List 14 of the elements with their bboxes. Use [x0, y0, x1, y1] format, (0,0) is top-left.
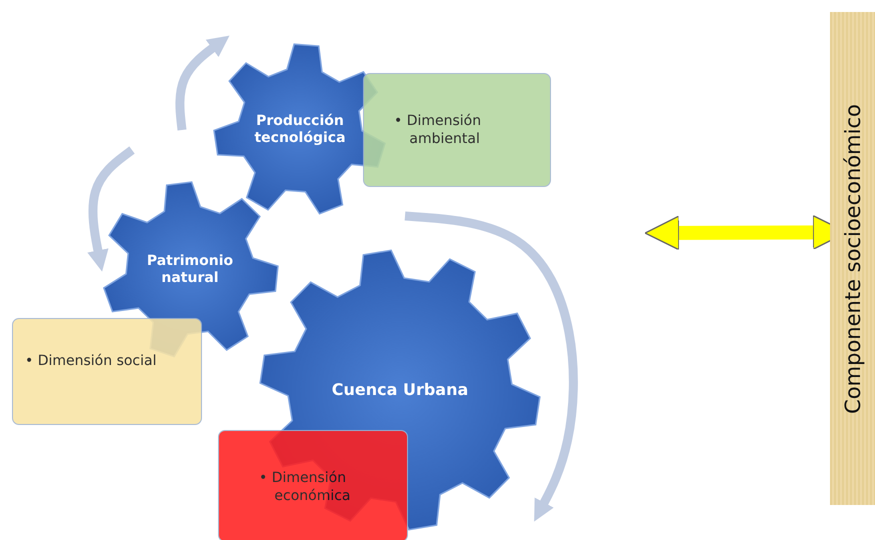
dimension-label: • Dimensión ambiental	[394, 112, 482, 148]
dimension-box	[363, 73, 551, 187]
component-band	[830, 12, 875, 505]
curved-arrow	[404, 212, 578, 522]
gear-label: Patrimonio natural	[146, 252, 234, 288]
dimension-label: • Dimensión económica	[259, 469, 352, 506]
dimension-label: • Dimensión social	[25, 352, 156, 370]
gear-label: Cuenca Urbana	[332, 380, 468, 400]
curved-arrow	[175, 36, 230, 130]
gear-label: Producción tecnológica	[253, 112, 347, 148]
curved-arrow	[87, 146, 135, 272]
dimension-box	[12, 318, 202, 425]
dimension-box	[218, 430, 408, 540]
band-label: Componente socioeconómico	[840, 104, 864, 414]
